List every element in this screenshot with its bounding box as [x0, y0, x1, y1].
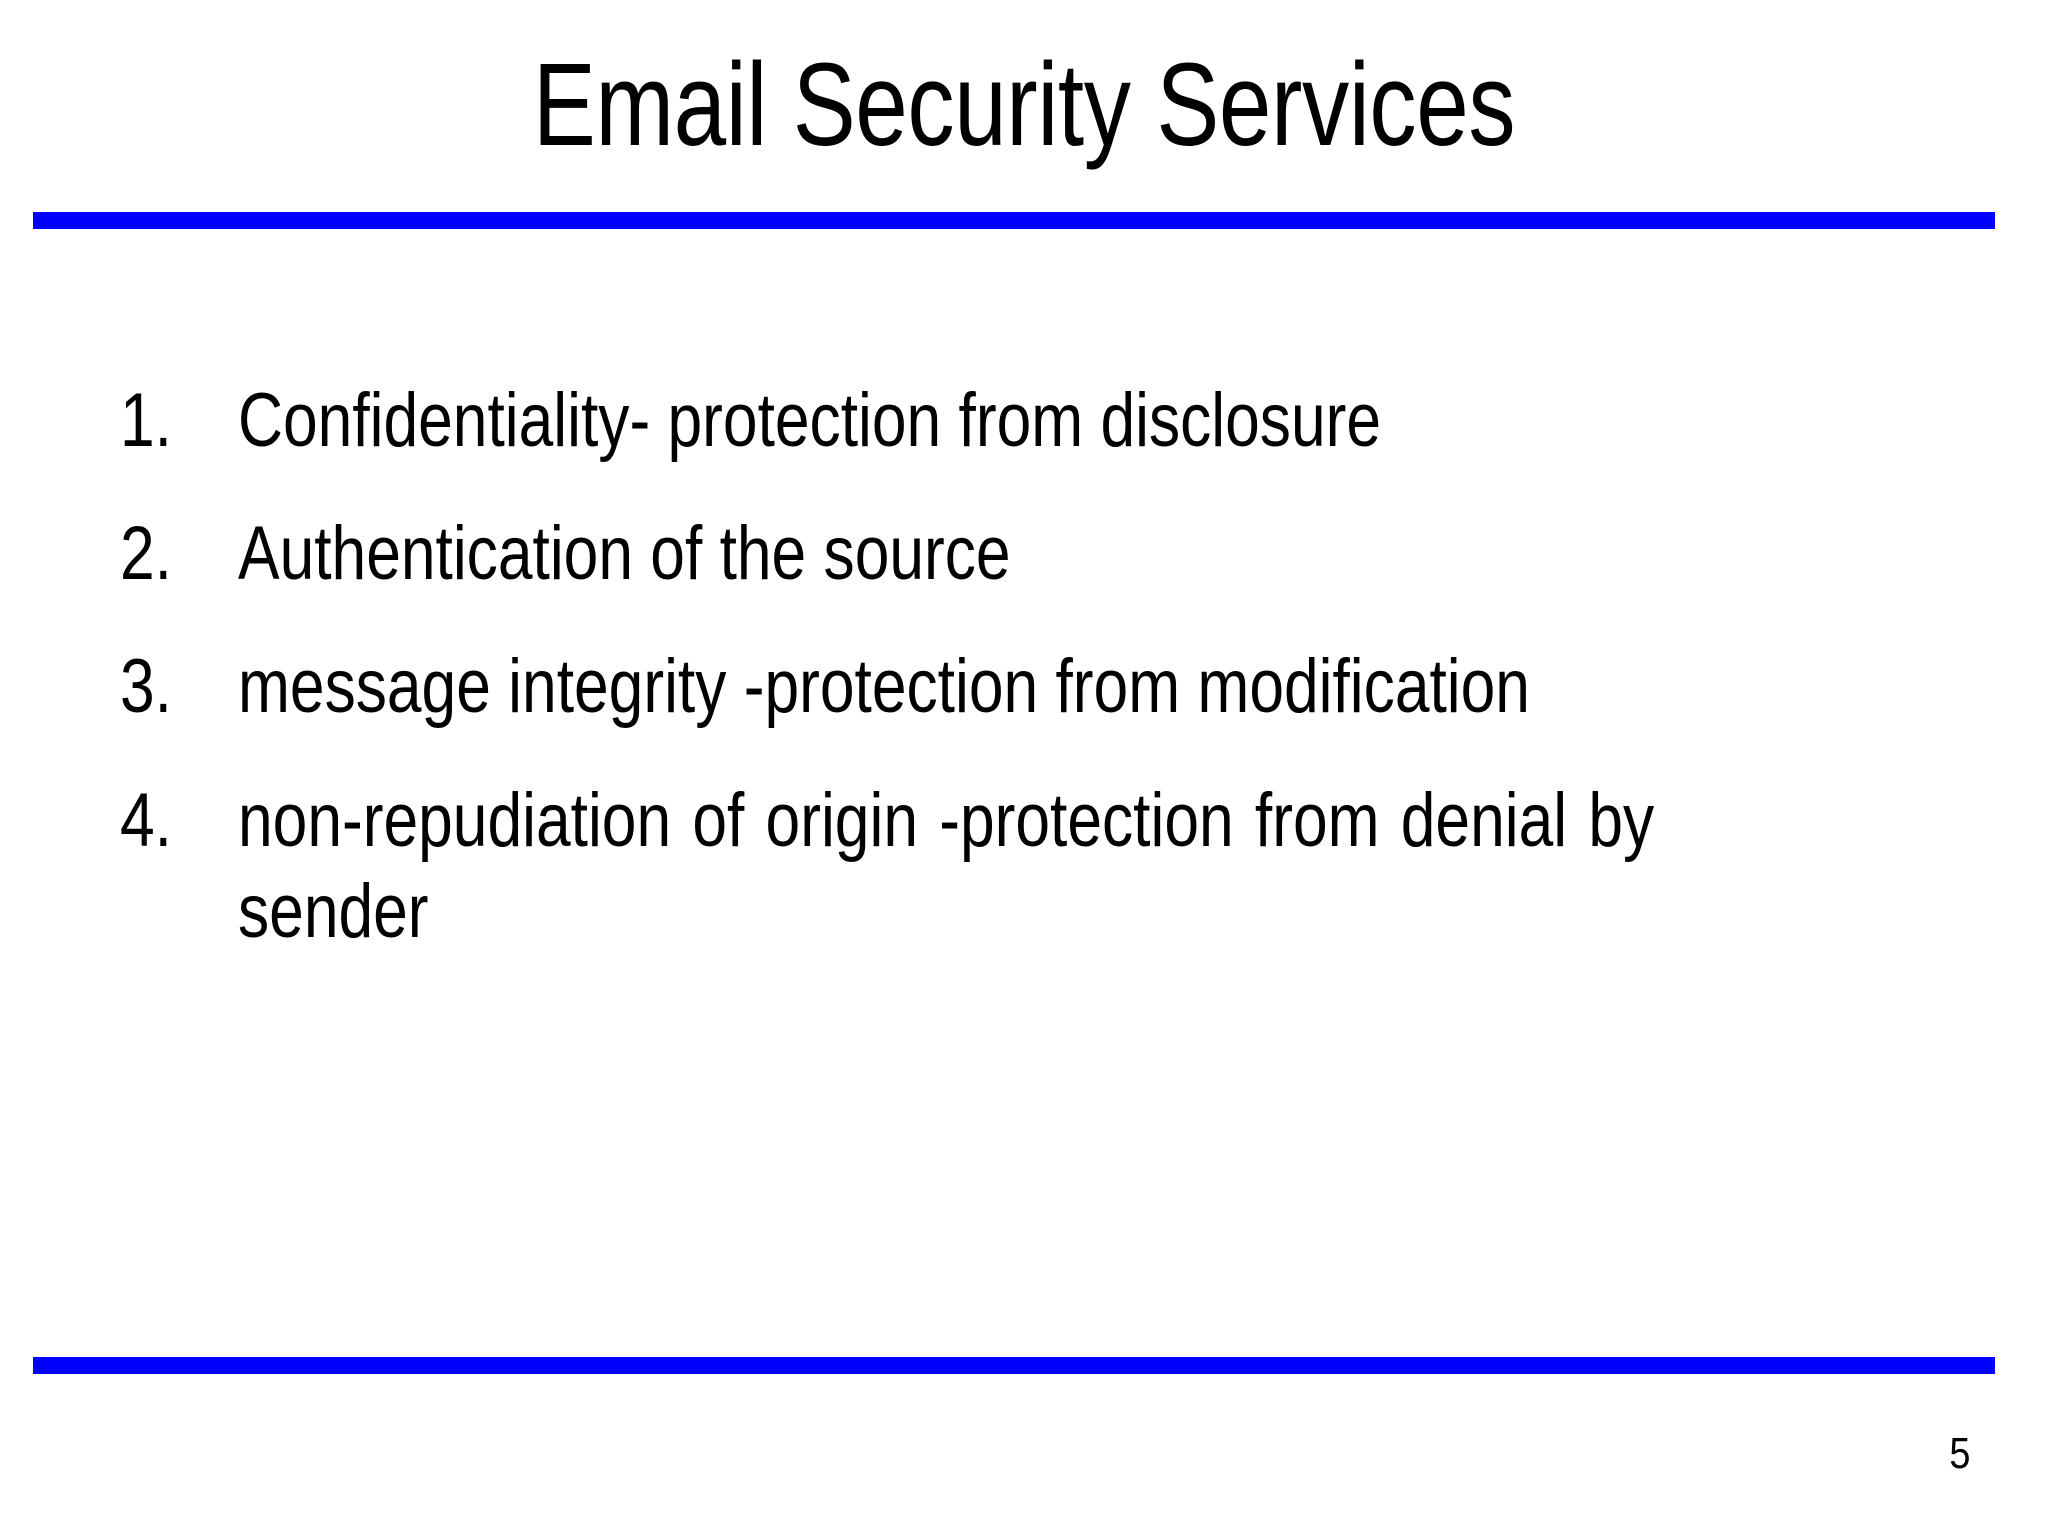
list-item: 1. Confidentiality- protection from disc… — [120, 375, 1965, 466]
title-divider-top — [33, 212, 1995, 229]
list-item-text: message integrity -protection from modif… — [238, 644, 1530, 730]
numbered-list: 1. Confidentiality- protection from disc… — [120, 375, 1965, 957]
list-item: 3. message integrity -protection from mo… — [120, 641, 1965, 732]
page-number: 5 — [1948, 1429, 1970, 1478]
list-item-marker: 3. — [120, 644, 172, 730]
list-item-text: non-repudiation of origin -protection fr… — [238, 777, 1655, 954]
list-item-marker: 2. — [120, 511, 172, 597]
list-item-marker: 1. — [120, 378, 172, 463]
list-item: 4. non-repudiation of origin -protection… — [120, 775, 1965, 957]
page-title: Email Security Services — [532, 39, 1516, 171]
list-item-text: Confidentiality- protection from disclos… — [238, 378, 1382, 463]
list-item-marker: 4. — [120, 777, 172, 863]
list-item: 2. Authentication of the source — [120, 508, 1965, 599]
list-item-text: Authentication of the source — [238, 511, 1011, 597]
footer-divider-bottom — [33, 1357, 1995, 1374]
